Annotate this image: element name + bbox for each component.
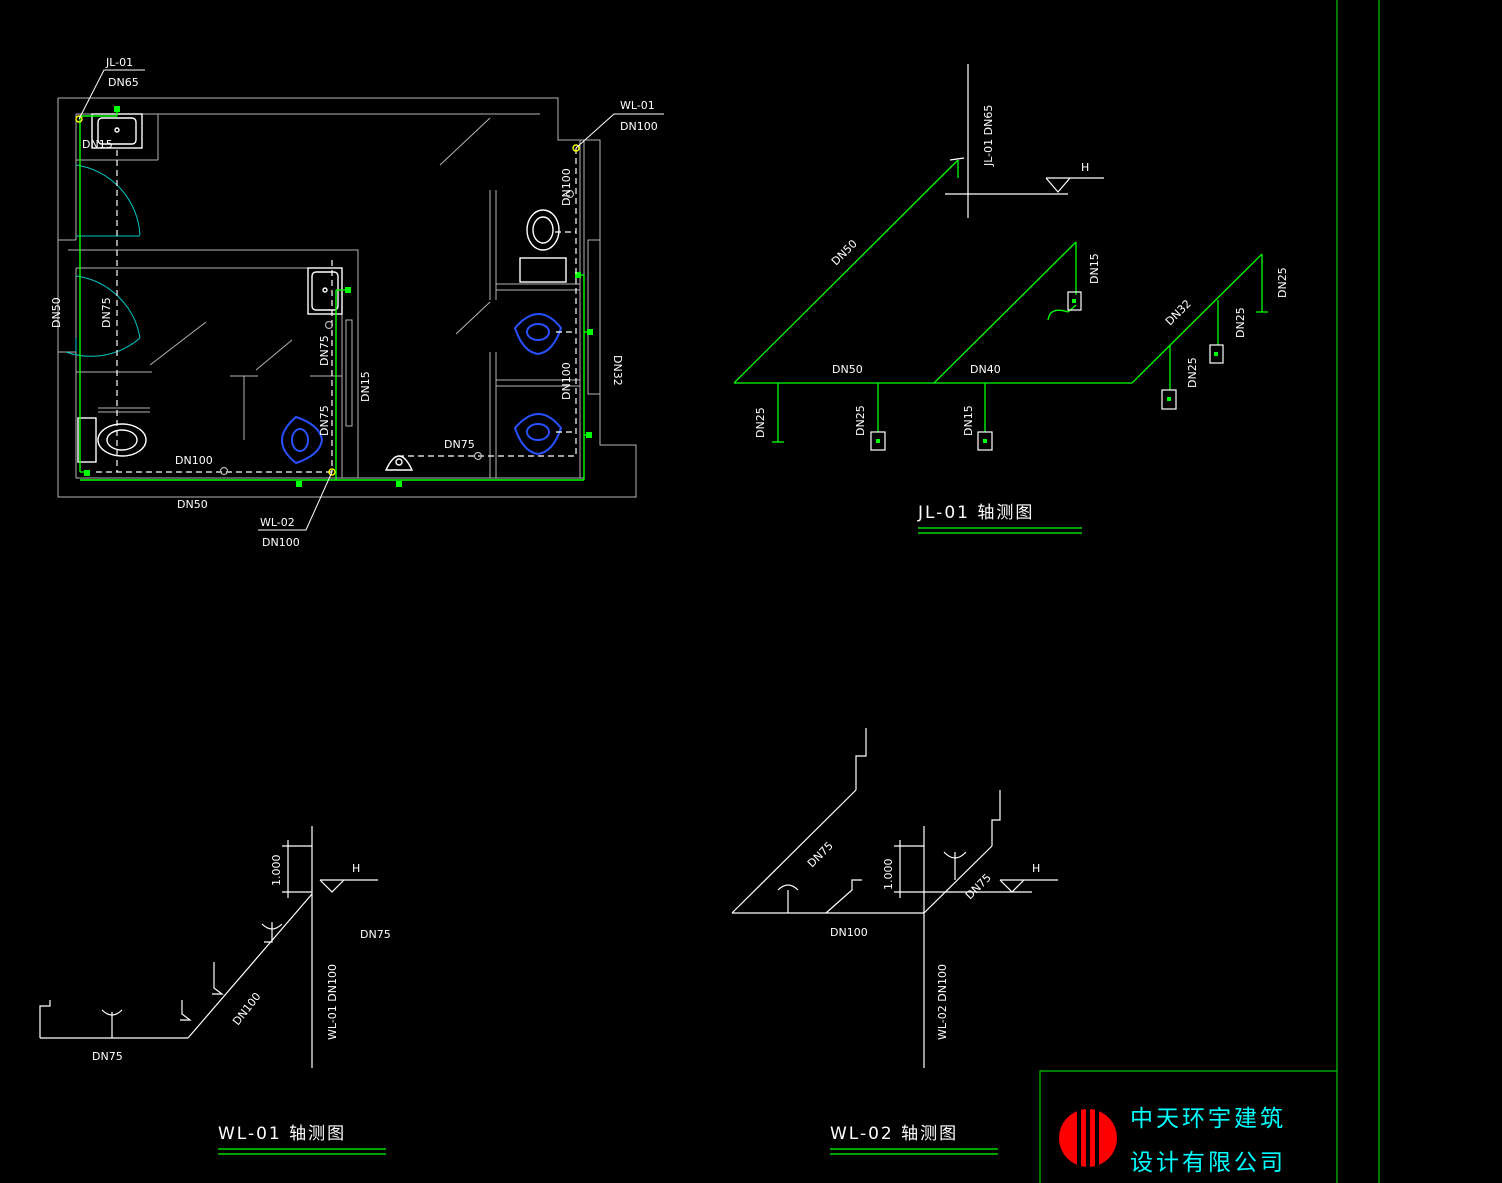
- jl01-branch-dn15-b-label: DN15: [1088, 253, 1101, 284]
- wl01-h-mark: H: [352, 862, 360, 875]
- jl01-branch-dn25-b-label: DN25: [854, 405, 867, 436]
- wl02-height-dim: 1.000: [882, 859, 895, 891]
- plan-valves: [84, 106, 593, 487]
- plan-leaders: [78, 69, 664, 531]
- wl02-riser-label: WL-02 DN100: [936, 964, 949, 1040]
- toilet-floor-plan: JL-01 DN65 WL-01 DN100 WL-02 DN100 DN15 …: [50, 56, 664, 549]
- risers: [75, 115, 580, 476]
- wl02-h-mark: H: [1032, 862, 1040, 875]
- urinal: [384, 455, 414, 471]
- bottom-right-dn75-label: DN75: [444, 438, 475, 451]
- plan-fixtures: [77, 113, 567, 471]
- wl02-size-label: DN100: [262, 536, 300, 549]
- jl01-bottom-dn40-label: DN40: [970, 363, 1001, 376]
- wl01-riser-label: WL-01 DN100: [326, 964, 339, 1040]
- jl01-isometric: JL-01 DN65 H DN50 DN50 DN40 DN25 DN25 DN…: [733, 64, 1289, 534]
- jl01-tag-label: JL-01: [105, 56, 133, 69]
- lower-dn75-label: DN75: [318, 405, 331, 436]
- jl01-branch-dn25-d-label: DN25: [1234, 307, 1247, 338]
- squat-toilet-3: [281, 415, 324, 465]
- jl01-branch-dn25-e-label: DN25: [1186, 357, 1199, 388]
- title-block: 中天环宇建筑 设计有限公司: [1059, 1106, 1286, 1176]
- jl01-diag-dn50-label: DN50: [829, 237, 860, 268]
- left-dn75-label: DN75: [100, 297, 113, 328]
- wl02-drain-lines: [731, 728, 1058, 1068]
- left-dn50-label: DN50: [50, 297, 63, 328]
- jl01-supply-lines: [733, 159, 1268, 443]
- company-name-line2: 设计有限公司: [1130, 1150, 1286, 1176]
- jl01-branch-dn25-a-label: DN25: [754, 407, 767, 438]
- wl02-diag-dn75-left-label: DN75: [805, 839, 836, 870]
- jl01-h-mark: H: [1081, 161, 1089, 174]
- riser-wl02: [328, 468, 336, 476]
- basin-dn15-label: DN15: [82, 138, 113, 151]
- riser-jl01: [75, 115, 83, 123]
- jl01-size-label: DN65: [108, 76, 139, 89]
- right-top-dn100-label: DN100: [560, 168, 573, 206]
- jl01-valves: [876, 299, 1218, 443]
- mid-dn75-label: DN75: [318, 335, 331, 366]
- drawing-border: [1039, 0, 1380, 1183]
- bottom-dn100-label: DN100: [175, 454, 213, 467]
- mid-dn15-label: DN15: [359, 371, 372, 402]
- jl01-riser-label: JL-01 DN65: [982, 105, 995, 167]
- jl01-diag-dn32-label: DN32: [1163, 297, 1194, 328]
- jl01-branch-dn25-c-label: DN25: [1276, 267, 1289, 298]
- wl01-drain-lines: [39, 826, 378, 1068]
- squat-toilet-1: [513, 313, 563, 356]
- squat-toilet-2: [513, 413, 563, 456]
- wl02-isometric: 1.000 H DN75 DN75 DN100 WL-02 DN100 WL-0…: [731, 728, 1058, 1155]
- floor-drains: [219, 189, 575, 476]
- plan-walls: [57, 97, 637, 498]
- jl01-bottom-dn50-label: DN50: [832, 363, 863, 376]
- wl01-isometric: 1.000 H DN75 WL-01 DN100 DN100 DN75 WL-0…: [39, 826, 391, 1155]
- jl01-iso-title: JL-01 轴测图: [917, 503, 1034, 523]
- riser-wl01: [572, 144, 580, 152]
- drain-pipes: [96, 148, 577, 473]
- wl01-height-dim: 1.000: [270, 855, 283, 887]
- wl02-diag-dn75-right-label: DN75: [963, 871, 994, 902]
- right-dn32-label: DN32: [611, 355, 624, 386]
- wl01-tag-label: WL-01: [620, 99, 655, 112]
- supply-pipes: [79, 108, 592, 481]
- wl01-size-label: DN100: [620, 120, 658, 133]
- company-name-line1: 中天环宇建筑: [1130, 1106, 1286, 1132]
- western-toilet-left: [77, 417, 147, 463]
- wl01-diag-dn100-label: DN100: [230, 990, 263, 1028]
- bottom-dn50-label: DN50: [177, 498, 208, 511]
- jl01-valve-boxes: [870, 291, 1224, 451]
- jl01-branch-dn15-a-label: DN15: [962, 405, 975, 436]
- jl01-riser: [945, 64, 1104, 218]
- wl02-iso-title: WL-02 轴测图: [830, 1124, 958, 1144]
- right-mid-dn100-label: DN100: [560, 362, 573, 400]
- wl01-dn75-right-label: DN75: [360, 928, 391, 941]
- company-logo: [1059, 1108, 1117, 1168]
- wash-basin-mid: [307, 267, 343, 315]
- door-swings: [65, 164, 141, 357]
- wl01-iso-title: WL-01 轴测图: [218, 1124, 346, 1144]
- wl02-tag-label: WL-02: [260, 516, 295, 529]
- wl02-bottom-dn100-label: DN100: [830, 926, 868, 939]
- western-toilet-right: [519, 209, 567, 283]
- wl01-bottom-dn75-label: DN75: [92, 1050, 123, 1063]
